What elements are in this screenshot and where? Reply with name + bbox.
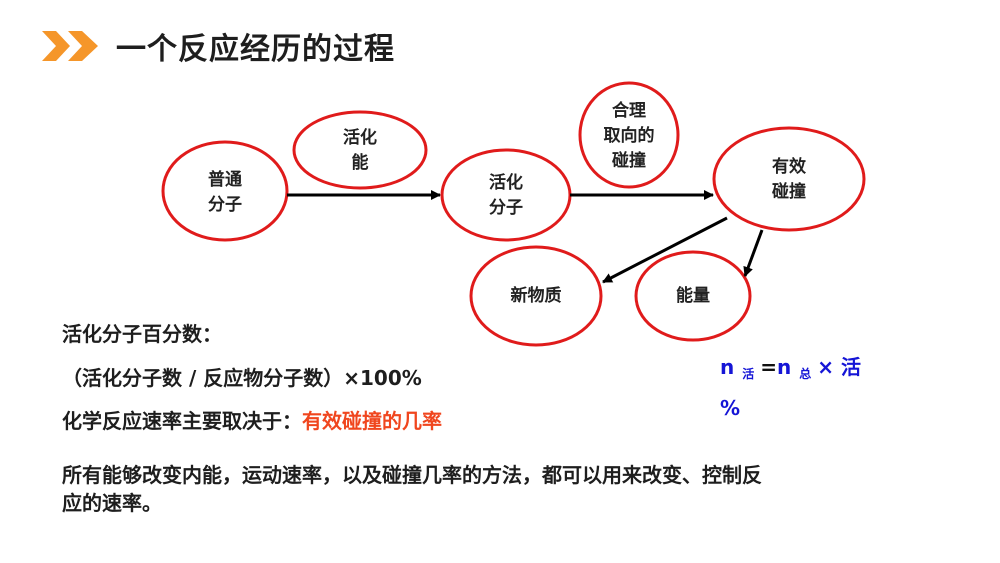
- conclusion-line-2: 应的速率。: [62, 491, 162, 515]
- node-energy-label: 能量: [676, 286, 710, 306]
- node-activated-label: 活化 分子: [489, 173, 523, 218]
- activated-percent-heading: 活化分子百分数：: [62, 322, 222, 346]
- arrow-effective-to-energy: [743, 229, 764, 277]
- node-effective-ellipse: [712, 126, 866, 232]
- node-activation-energy-label: 活化 能: [343, 128, 377, 173]
- node-oriented-ellipse: [578, 81, 680, 189]
- header: 一个反应经历的过程: [42, 26, 395, 67]
- node-ordinary-ellipse: [161, 140, 289, 242]
- conclusion-line-1: 所有能够改变内能，运动速率，以及碰撞几率的方法，都可以用来改变、控制反: [62, 463, 762, 487]
- node-activation-energy-ellipse: [292, 110, 428, 190]
- node-energy-ellipse: [634, 250, 752, 342]
- rate-determinant: 化学反应速率主要取决于：有效碰撞的几率: [62, 409, 442, 433]
- page-title: 一个反应经历的过程: [116, 32, 395, 67]
- arrow-effective-to-new-substance: [602, 216, 728, 284]
- double-chevron-right-icon: [42, 31, 98, 61]
- rate-determinant-highlight: 有效碰撞的几率: [302, 409, 442, 433]
- node-effective-label: 有效 碰撞: [772, 157, 806, 202]
- node-oriented-label: 合理 取向的 碰撞: [603, 101, 655, 171]
- node-ordinary-label: 普通 分子: [208, 170, 242, 215]
- node-new-substance-label: 新物质: [510, 286, 562, 306]
- node-new-substance-ellipse: [469, 245, 603, 347]
- activated-percent-formula: （活化分子数 / 反应物分子数）×100%: [62, 366, 422, 390]
